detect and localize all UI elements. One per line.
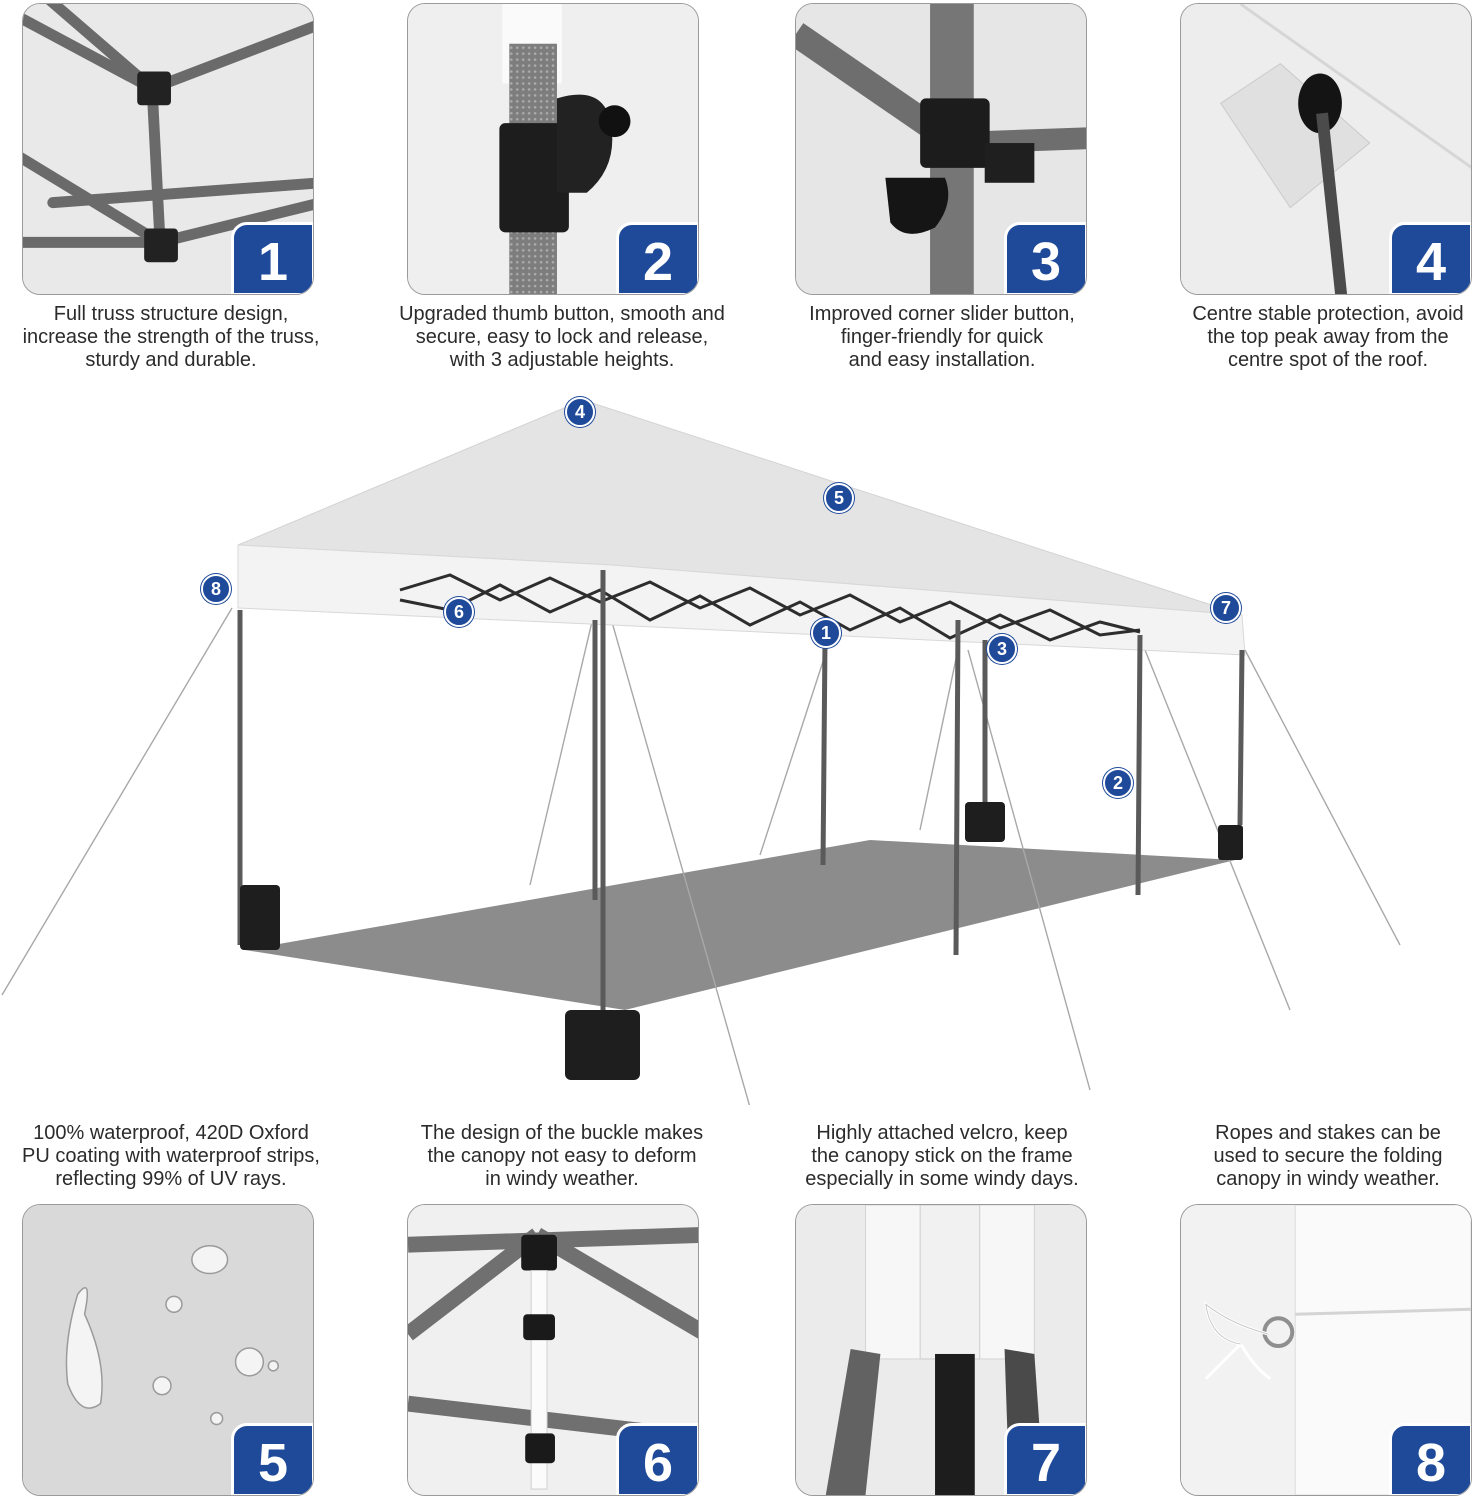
caption-corner-slider: Improved corner slider button, finger-fr… <box>809 303 1075 371</box>
centre-protection-photo <box>1181 4 1471 294</box>
feature-panel-truss: 1 <box>22 3 314 295</box>
badge-7: 7 <box>1004 1423 1086 1495</box>
sandbags <box>240 802 1243 1080</box>
guy-ropes <box>1 574 1401 1105</box>
feature-panel-thumb-button: 2 <box>407 3 699 295</box>
caption-waterproof: 100% waterproof, 420D Oxford PU coating … <box>22 1122 320 1190</box>
feature-panel-ropes: 8 <box>1180 1204 1472 1496</box>
feature-panel-velcro: 7 <box>795 1204 1087 1496</box>
feature-panel-buckle: 6 <box>407 1204 699 1496</box>
badge-5: 5 <box>231 1423 313 1495</box>
caption-velcro: Highly attached velcro, keep the canopy … <box>805 1122 1079 1190</box>
corner-slider-photo <box>796 4 1086 294</box>
badge-2: 2 <box>616 222 698 294</box>
caption-centre-protection: Centre stable protection, avoid the top … <box>1192 303 1464 371</box>
marker-2: 2 <box>1103 768 1133 798</box>
badge-8: 8 <box>1389 1423 1471 1495</box>
feature-panel-waterproof: 5 <box>22 1204 314 1496</box>
canopy-roof-front <box>237 544 1246 656</box>
marker-7: 7 <box>1211 593 1241 623</box>
canopy-truss <box>399 573 1141 642</box>
caption-thumb-button: Upgraded thumb button, smooth and secure… <box>399 303 725 371</box>
marker-3: 3 <box>987 634 1017 664</box>
caption-ropes-stakes: Ropes and stakes can be used to secure t… <box>1213 1122 1443 1190</box>
badge-6: 6 <box>616 1423 698 1495</box>
truss-photo <box>23 4 313 294</box>
marker-6: 6 <box>444 597 474 627</box>
badge-3: 3 <box>1004 222 1086 294</box>
thumb-button-photo <box>408 4 698 294</box>
ground-shadow <box>245 840 1235 1010</box>
badge-4: 4 <box>1389 222 1471 294</box>
marker-8: 8 <box>201 574 231 604</box>
caption-buckle: The design of the buckle makes the canop… <box>420 1122 704 1190</box>
marker-1: 1 <box>811 618 841 648</box>
badge-1: 1 <box>231 222 313 294</box>
marker-5: 5 <box>824 483 854 513</box>
feature-panel-centre-protection: 4 <box>1180 3 1472 295</box>
feature-panel-corner-slider: 3 <box>795 3 1087 295</box>
caption-truss: Full truss structure design, increase th… <box>22 303 320 371</box>
canopy-tent-illustration <box>1 399 1401 1105</box>
marker-4: 4 <box>565 397 595 427</box>
